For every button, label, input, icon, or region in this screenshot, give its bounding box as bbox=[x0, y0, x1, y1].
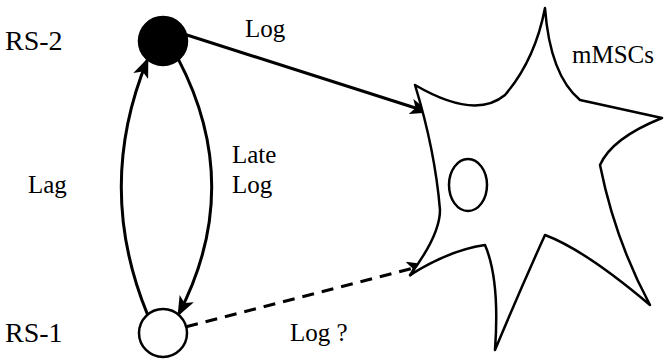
dashed-arrow bbox=[186, 265, 425, 327]
arrow-label: Log ? bbox=[290, 318, 348, 348]
node-label: RS-2 bbox=[5, 27, 63, 55]
node-label: RS-1 bbox=[5, 319, 63, 347]
arrow-label: Lag bbox=[28, 170, 67, 200]
cell-circle: RS-1 bbox=[5, 304, 190, 361]
arrow bbox=[121, 59, 147, 314]
arrow-label: Late Log bbox=[232, 140, 302, 200]
arrow-label: Log bbox=[245, 14, 285, 44]
arrow bbox=[178, 59, 211, 314]
node-label: mMSCs bbox=[572, 42, 654, 67]
stem-cell: mMSCs bbox=[405, 0, 669, 361]
arrow bbox=[186, 35, 428, 112]
cell-circle: RS-2 bbox=[5, 12, 190, 70]
